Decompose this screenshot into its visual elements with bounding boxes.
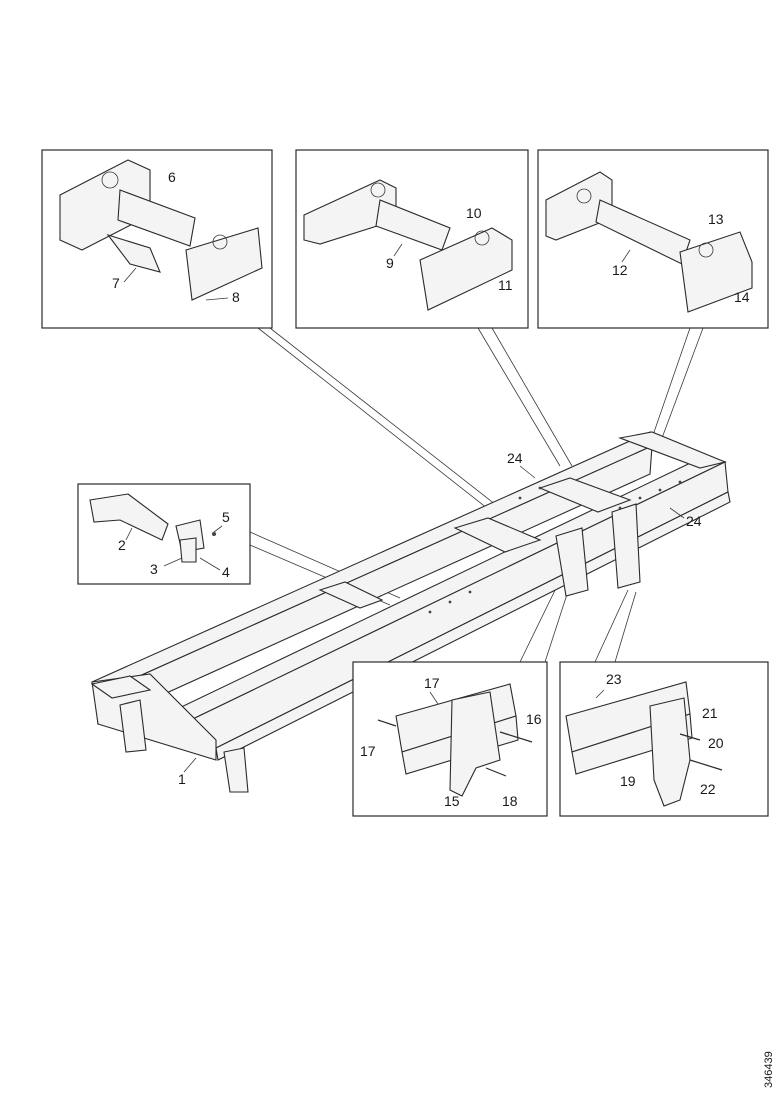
main-chassis-frame — [90, 431, 731, 793]
callout-1: 1 — [178, 771, 186, 787]
callout-2: 2 — [118, 537, 126, 553]
detail-box-hanger-b — [559, 661, 769, 817]
callout-8: 8 — [232, 289, 240, 305]
callout-15: 15 — [444, 793, 460, 809]
callout-11: 11 — [498, 277, 513, 293]
detail-box-crossmember-b — [295, 149, 529, 329]
callout-24-right: 24 — [686, 513, 702, 529]
callout-24-left: 24 — [507, 450, 523, 466]
callout-18: 18 — [502, 793, 518, 809]
detail-box-hanger-a — [352, 661, 548, 817]
callout-14: 14 — [734, 289, 750, 305]
callout-23: 23 — [606, 671, 622, 687]
callout-20: 20 — [708, 735, 724, 751]
detail-box-crossmember-a — [41, 149, 273, 329]
callout-10: 10 — [466, 205, 482, 221]
callout-21: 21 — [702, 705, 718, 721]
callout-7: 7 — [112, 275, 120, 291]
detail-box-crossmember-c — [537, 149, 769, 329]
callout-4: 4 — [222, 564, 230, 580]
callout-3: 3 — [150, 561, 158, 577]
callout-16: 16 — [526, 711, 542, 727]
leader-lines — [249, 327, 704, 663]
detail-box-bracket — [77, 483, 251, 585]
callout-19: 19 — [620, 773, 636, 789]
callout-13: 13 — [708, 211, 724, 227]
reference-code: 346439 — [763, 1051, 775, 1088]
callout-17-left: 17 — [360, 743, 376, 759]
callout-9: 9 — [386, 255, 394, 271]
callout-5: 5 — [222, 509, 230, 525]
callout-17-top: 17 — [424, 675, 440, 691]
callout-6: 6 — [168, 169, 176, 185]
callout-22: 22 — [700, 781, 716, 797]
callout-12: 12 — [612, 262, 628, 278]
